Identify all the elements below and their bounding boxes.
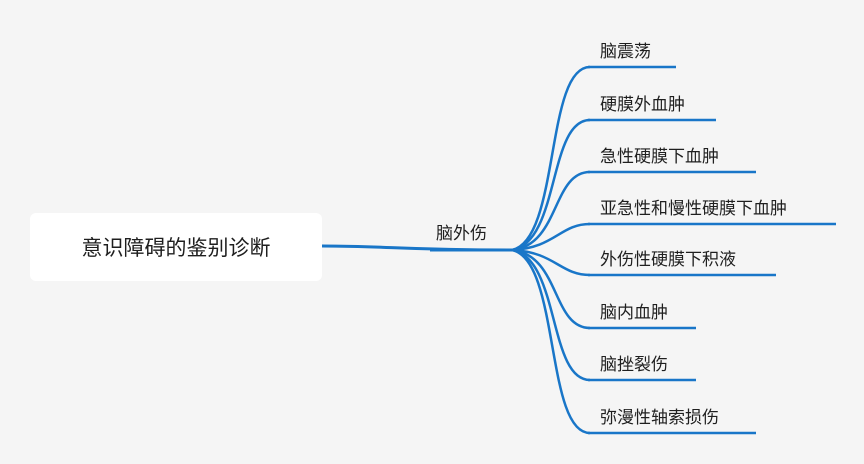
- leaf-connector-1: [511, 65, 591, 252]
- branch-node-label[interactable]: 脑外伤: [436, 224, 487, 244]
- leaf-node-1[interactable]: 脑震荡: [600, 42, 651, 62]
- root-node[interactable]: 意识障碍的鉴别诊断: [30, 213, 322, 281]
- leaf-node-2[interactable]: 硬膜外血肿: [600, 95, 685, 115]
- leaf-connector-7: [511, 248, 591, 382]
- leaf-node-6[interactable]: 脑内血肿: [600, 303, 668, 323]
- leaf-connector-5: [511, 248, 591, 277]
- leaf-connector-8: [511, 248, 591, 435]
- leaf-connector-2: [511, 118, 591, 252]
- leaf-connector-6: [511, 248, 591, 330]
- leaf-connector-3: [511, 170, 591, 252]
- leaf-node-3[interactable]: 急性硬膜下血肿: [600, 147, 719, 167]
- leaf-node-5[interactable]: 外伤性硬膜下积液: [600, 250, 736, 270]
- leaf-connector-4: [511, 222, 591, 252]
- root-node-label: 意识障碍的鉴别诊断: [81, 236, 271, 260]
- leaf-node-4[interactable]: 亚急性和慢性硬膜下血肿: [600, 199, 787, 219]
- leaf-node-8[interactable]: 弥漫性轴索损伤: [600, 408, 719, 428]
- leaf-node-7[interactable]: 脑挫裂伤: [600, 355, 668, 375]
